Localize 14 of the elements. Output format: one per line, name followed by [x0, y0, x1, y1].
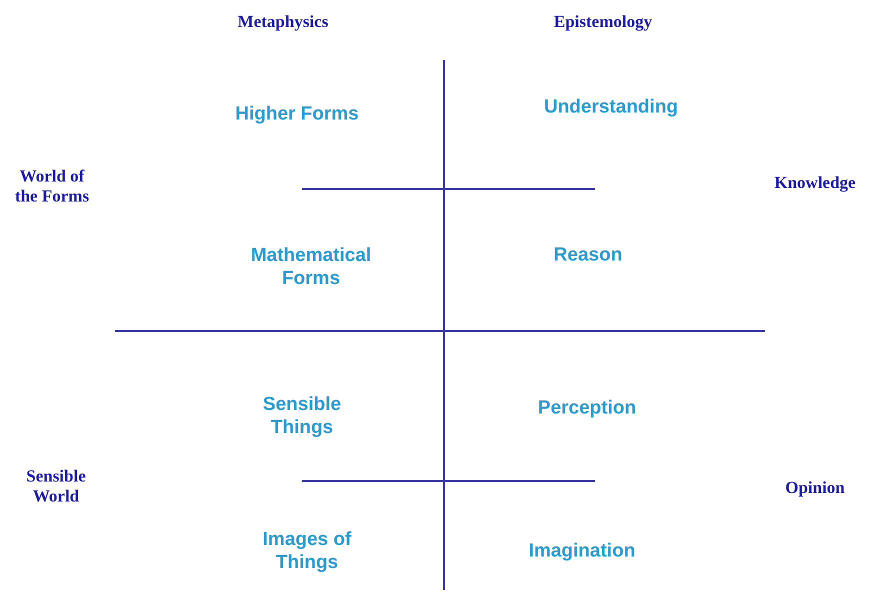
cell-label: Sensible Things — [262, 394, 342, 440]
column-heading: Metaphysics — [236, 12, 330, 32]
column-heading: Epistemology — [552, 12, 654, 32]
side-label: Opinion — [784, 478, 846, 498]
cell-label: Reason — [552, 244, 624, 268]
cell-label: Understanding — [542, 96, 680, 120]
cell-label: Imagination — [528, 540, 636, 564]
side-label: Knowledge — [773, 172, 857, 194]
side-label: World of the Forms — [14, 166, 90, 208]
cell-label: Images of Things — [262, 529, 352, 575]
side-label: Sensible World — [25, 466, 87, 508]
cell-label: Higher Forms — [234, 104, 360, 126]
cell-label: Mathematical Forms — [250, 245, 372, 291]
cell-label: Perception — [536, 398, 638, 420]
